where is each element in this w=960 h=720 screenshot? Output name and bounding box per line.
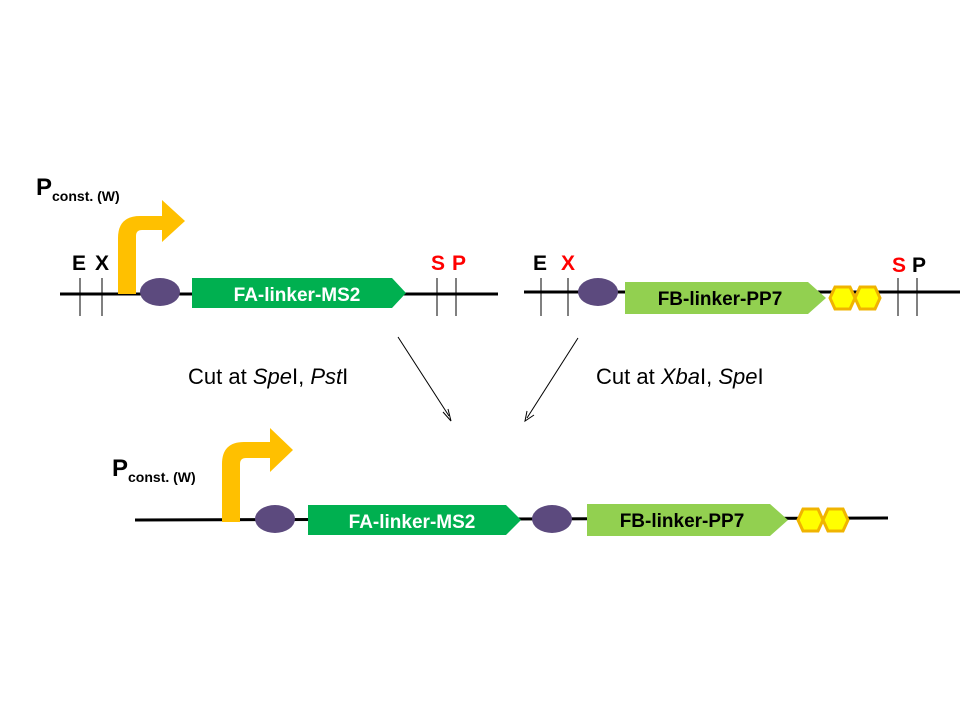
- construct-2: E X S P FB-linker-PP7: [524, 252, 960, 316]
- promoter-arrow-icon: [118, 200, 185, 294]
- site-label-e: E: [533, 252, 547, 275]
- rbs-oval: [140, 278, 180, 306]
- rbs-oval-1: [255, 505, 295, 533]
- gene-label-fa: FA-linker-MS2: [349, 512, 476, 533]
- gene-arrow-fb: [587, 504, 788, 536]
- promoter-arrow-icon: [222, 428, 293, 522]
- rbs-oval-2: [532, 505, 572, 533]
- terminator-icon: [796, 507, 850, 533]
- site-label-p: P: [912, 254, 926, 277]
- product-construct: Pconst. (W) FA-linker-MS2 FB-linker-PP7: [112, 428, 889, 536]
- gene-arrow-fb: [625, 282, 826, 314]
- gene-arrow-fa: [308, 505, 521, 535]
- site-label-x: X: [561, 252, 575, 275]
- cut-arrows: [397, 336, 579, 423]
- site-label-x: X: [95, 252, 109, 275]
- promoter-label: Pconst. (W): [36, 174, 120, 204]
- rbs-oval: [578, 278, 618, 306]
- site-label-e: E: [72, 252, 86, 275]
- gene-label-fb: FB-linker-PP7: [658, 289, 783, 310]
- site-label-p: P: [452, 252, 466, 275]
- cut-caption-2: Cut at XbaI, SpeI: [596, 364, 764, 389]
- site-label-s: S: [892, 254, 906, 277]
- construct-1: E X S P Pconst. (W) FA-linker-MS2: [36, 174, 498, 316]
- site-label-s: S: [431, 252, 445, 275]
- cut-caption-1: Cut at SpeI, PstI: [188, 364, 348, 389]
- arrow-line-right: [526, 337, 579, 419]
- arrowhead-left-icon: [442, 408, 452, 422]
- terminator-icon: [828, 285, 882, 311]
- gene-label-fb: FB-linker-PP7: [620, 511, 745, 532]
- gene-label-fa: FA-linker-MS2: [234, 285, 361, 306]
- arrow-line-left: [397, 336, 450, 417]
- arrowhead-right-icon: [524, 410, 535, 423]
- promoter-label: Pconst. (W): [112, 455, 196, 485]
- gene-arrow-fa: [192, 278, 406, 308]
